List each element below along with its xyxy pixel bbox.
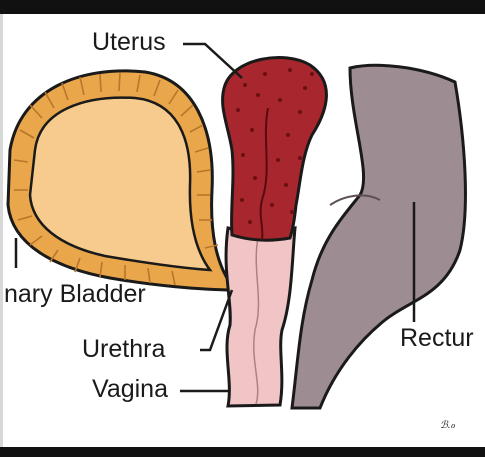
uterus-body xyxy=(223,58,327,241)
urinary-bladder xyxy=(8,71,235,290)
rectum-label: Rectur xyxy=(400,326,474,351)
uterus xyxy=(223,58,327,241)
bladder-label: nary Bladder xyxy=(4,282,146,307)
urethra-label: Urethra xyxy=(82,337,165,362)
artist-signature: ℬ.ℴ xyxy=(440,420,455,431)
urethra-vagina xyxy=(226,228,295,406)
bottom-border xyxy=(0,447,485,457)
vagina-label: Vagina xyxy=(92,377,168,402)
uterus-label: Uterus xyxy=(92,30,166,55)
